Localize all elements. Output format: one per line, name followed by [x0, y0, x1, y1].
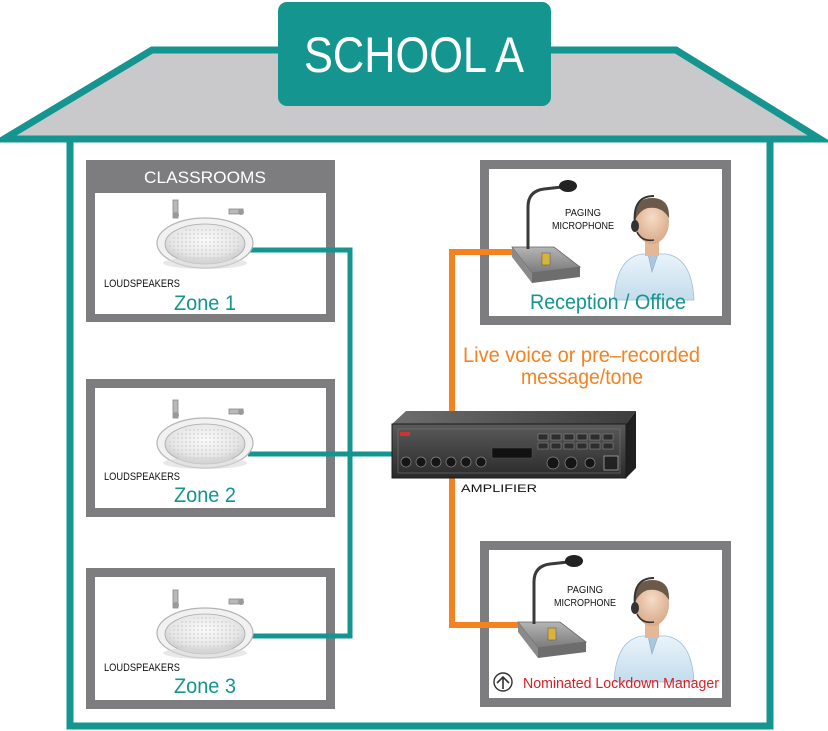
- title-badge: SCHOOL A: [278, 2, 551, 106]
- zone-1-label: Zone 1: [174, 292, 236, 315]
- loudspeaker-icon-zone-2: [156, 399, 254, 469]
- lockdown-mic-label-line-1: PAGING: [567, 585, 603, 596]
- microphone-wiring: [449, 249, 518, 628]
- lockdown-station-name: Nominated Lockdown Manager: [523, 675, 719, 692]
- person-with-headset-icon-lockdown: [613, 577, 695, 683]
- lockdown-mic-label-line-2: MICROPHONE: [554, 598, 616, 609]
- reception-mic-label-line-2: MICROPHONE: [552, 221, 614, 232]
- signal-note-line-2: message/tone: [521, 366, 643, 389]
- zone-1-speaker-label: LOUDSPEAKERS: [104, 278, 180, 290]
- amplifier-icon: [391, 411, 636, 479]
- reception-mic-label-line-1: PAGING: [565, 208, 601, 219]
- lockdown-icon: [493, 672, 513, 692]
- classrooms-header: CLASSROOMS: [144, 168, 266, 187]
- zone-3-label: Zone 3: [174, 675, 236, 698]
- reception-station-name: Reception / Office: [530, 291, 686, 314]
- loudspeaker-icon-zone-1: [156, 199, 254, 269]
- signal-note-line-1: Live voice or pre–recorded: [463, 344, 700, 367]
- person-with-headset-icon-reception: [613, 195, 695, 301]
- loudspeaker-icon-zone-3: [156, 589, 254, 659]
- zone-2-speaker-label: LOUDSPEAKERS: [104, 471, 180, 483]
- house-walls: [66, 139, 774, 730]
- zone-2-label: Zone 2: [174, 484, 236, 507]
- title-text: SCHOOL A: [304, 27, 525, 83]
- station-box-reception: [480, 160, 731, 325]
- paging-microphone-icon-lockdown: [517, 555, 588, 658]
- speaker-wiring: [248, 247, 392, 639]
- paging-microphone-icon-reception: [511, 180, 582, 283]
- zone-3-speaker-label: LOUDSPEAKERS: [104, 662, 180, 674]
- amplifier-label: AMPLIFIER: [461, 483, 537, 495]
